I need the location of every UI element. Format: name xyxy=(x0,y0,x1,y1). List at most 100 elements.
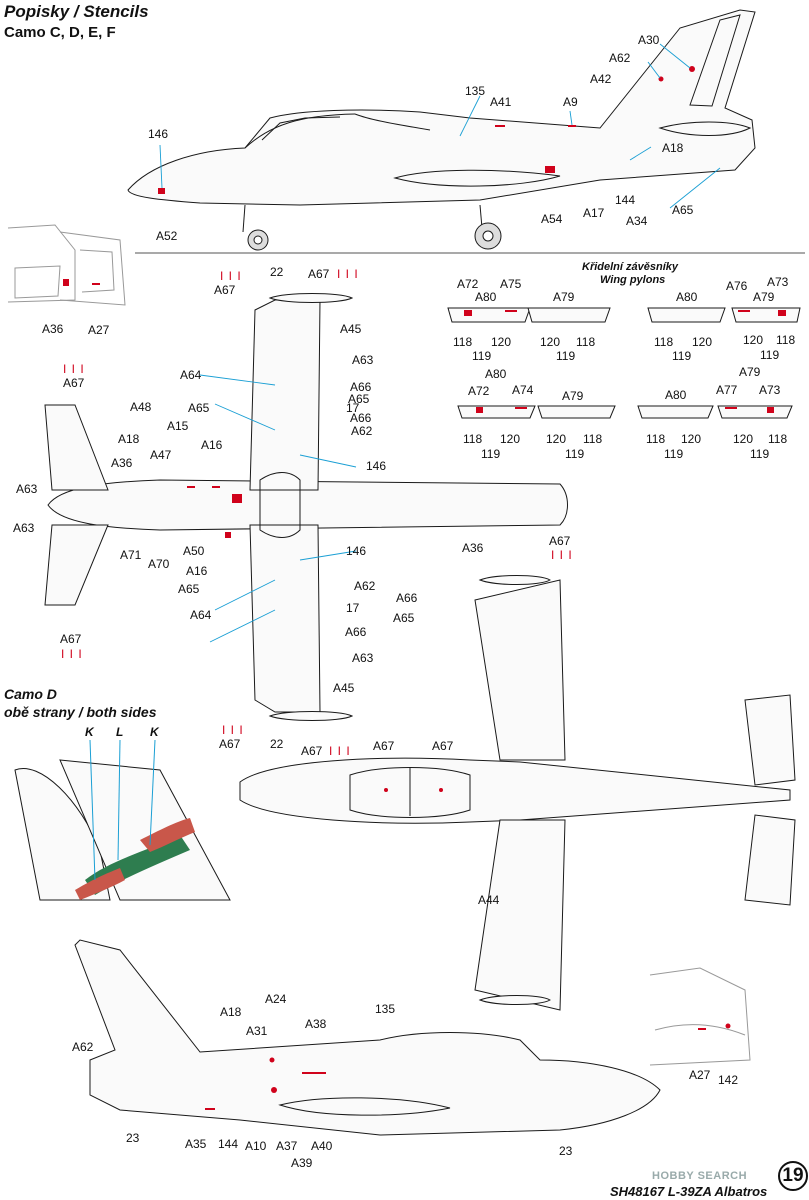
label-a10: A10 xyxy=(245,1139,267,1153)
label-a65: A65 xyxy=(188,401,210,415)
label-118: 118 xyxy=(646,432,666,446)
label-a52: A52 xyxy=(156,229,178,243)
label-120: 120 xyxy=(743,333,764,347)
label-118: 118 xyxy=(463,432,483,446)
label-118: 118 xyxy=(776,333,796,347)
label-a45: A45 xyxy=(333,681,355,695)
label-a79: A79 xyxy=(553,290,575,304)
marker-k: K xyxy=(150,725,159,739)
label-a67: A67 xyxy=(432,739,454,753)
label-a50: A50 xyxy=(183,544,205,558)
product-footer: SH48167 L-39ZA Albatros xyxy=(610,1184,768,1199)
label-a42: A42 xyxy=(590,72,612,86)
label-a18: A18 xyxy=(118,432,140,446)
label-118: 118 xyxy=(576,335,596,349)
label-a70: A70 xyxy=(148,557,170,571)
label-17: 17 xyxy=(346,601,360,615)
label-a72: A72 xyxy=(457,277,479,291)
camo-d-sketch xyxy=(14,739,231,901)
label-a76: A76 xyxy=(726,279,748,293)
page-number: 19 xyxy=(778,1161,808,1191)
detail-sketch-right xyxy=(649,967,751,1066)
label-a80: A80 xyxy=(475,290,497,304)
pylons-title-cz: Křidelní závěsníky xyxy=(582,261,678,273)
label-a62: A62 xyxy=(609,51,631,65)
camo-d-title: Camo D xyxy=(4,686,57,702)
label-a75: A75 xyxy=(500,277,522,291)
bottom-view xyxy=(239,575,796,1011)
label-146: 146 xyxy=(346,544,367,558)
label-a63: A63 xyxy=(352,651,374,665)
label-a65: A65 xyxy=(178,582,200,596)
detail-sketch-left xyxy=(7,224,126,306)
label-a38: A38 xyxy=(305,1017,327,1031)
leader-lines xyxy=(159,43,721,643)
label-a27: A27 xyxy=(689,1068,711,1082)
label-a34: A34 xyxy=(626,214,648,228)
label-a16: A16 xyxy=(201,438,223,452)
stripe-mark: I I I xyxy=(337,267,359,281)
stripe-mark: I I I xyxy=(329,744,351,758)
label-a71: A71 xyxy=(120,548,142,562)
label-119: 119 xyxy=(565,447,585,461)
label-a31: A31 xyxy=(246,1024,268,1038)
label-135: 135 xyxy=(465,84,486,98)
label-a80: A80 xyxy=(485,367,507,381)
label-146: 146 xyxy=(366,459,387,473)
label-a36: A36 xyxy=(42,322,64,336)
label-119: 119 xyxy=(664,447,684,461)
label-144: 144 xyxy=(218,1137,239,1151)
label-a67: A67 xyxy=(219,737,241,751)
label-a62: A62 xyxy=(72,1040,94,1054)
label-a15: A15 xyxy=(167,419,189,433)
label-a67: A67 xyxy=(373,739,395,753)
label-119: 119 xyxy=(556,349,576,363)
label-119: 119 xyxy=(472,349,492,363)
label-120: 120 xyxy=(733,432,754,446)
label-a80: A80 xyxy=(676,290,698,304)
label-a48: A48 xyxy=(130,400,152,414)
plan-view xyxy=(44,293,568,721)
label-a65: A65 xyxy=(348,392,370,406)
label-120: 120 xyxy=(540,335,561,349)
label-a30: A30 xyxy=(638,33,660,47)
label-120: 120 xyxy=(546,432,567,446)
label-a80: A80 xyxy=(665,388,687,402)
label-a63: A63 xyxy=(352,353,374,367)
label-120: 120 xyxy=(692,335,713,349)
label-a65: A65 xyxy=(672,203,694,217)
label-118: 118 xyxy=(453,335,473,349)
label-a35: A35 xyxy=(185,1137,207,1151)
label-a63: A63 xyxy=(16,482,38,496)
label-119: 119 xyxy=(672,349,692,363)
label-a66: A66 xyxy=(350,411,372,425)
label-a74: A74 xyxy=(512,383,534,397)
label-a67: A67 xyxy=(301,744,323,758)
label-a45: A45 xyxy=(340,322,362,336)
label-120: 120 xyxy=(491,335,512,349)
stripe-mark: I I I xyxy=(63,362,85,376)
label-118: 118 xyxy=(768,432,788,446)
label-a36: A36 xyxy=(111,456,133,470)
label-a67: A67 xyxy=(60,632,82,646)
label-a64: A64 xyxy=(180,368,202,382)
side-profile-top xyxy=(127,9,756,251)
label-142: 142 xyxy=(718,1073,739,1087)
marker-k: K xyxy=(85,725,94,739)
label-146: 146 xyxy=(148,127,169,141)
stripe-mark: I I I xyxy=(61,647,83,661)
page-title: Popisky / Stencils xyxy=(4,2,149,21)
stripe-mark: I I I xyxy=(220,269,242,283)
label-a18: A18 xyxy=(220,1005,242,1019)
camo-subtitle: Camo C, D, E, F xyxy=(4,24,116,41)
pylons-title-en: Wing pylons xyxy=(600,274,666,286)
label-118: 118 xyxy=(583,432,603,446)
label-a27: A27 xyxy=(88,323,110,337)
label-a62: A62 xyxy=(351,424,373,438)
label-a39: A39 xyxy=(291,1156,313,1170)
label-135: 135 xyxy=(375,1002,396,1016)
label-119: 119 xyxy=(750,447,770,461)
label-22: 22 xyxy=(270,737,284,751)
label-a67: A67 xyxy=(63,376,85,390)
